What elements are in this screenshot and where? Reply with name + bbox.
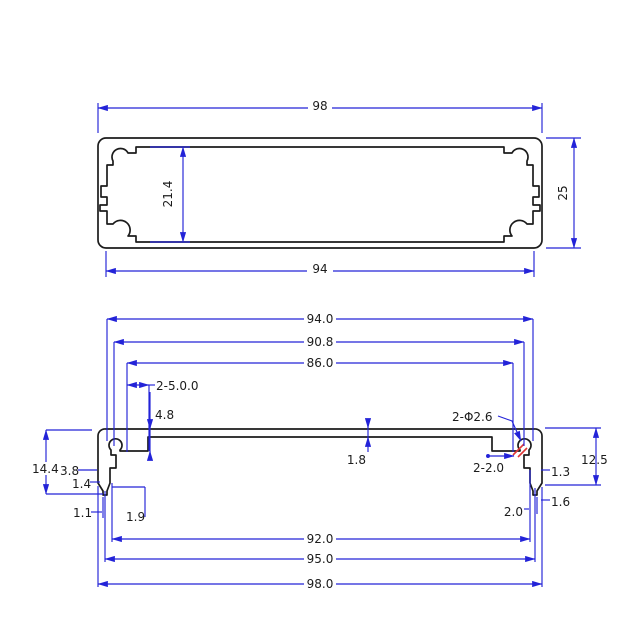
dim-1-4-label: 1.4 (72, 477, 91, 491)
dim-14-4-label: 14.4 (32, 462, 59, 476)
dim-21-4-label: 21.4 (161, 181, 175, 208)
label-mask (304, 577, 336, 590)
hatch-line (517, 447, 528, 458)
label-mask (304, 312, 336, 325)
label-mask (307, 263, 333, 276)
dim-98-0-label: 98.0 (307, 577, 334, 591)
dim-4-8-label: 4.8 (155, 408, 174, 422)
dim-25-label: 25 (556, 185, 570, 200)
dim-98-label: 98 (312, 99, 327, 113)
dimension-labels: 98 94 25 21.4 94.0 90.8 86.0 2-5.0.0 4.8… (32, 99, 608, 591)
screw-hole-hatch (512, 443, 528, 458)
label-mask (304, 335, 336, 348)
dim-12-5-label: 12.5 (581, 453, 608, 467)
dim-86-0-label: 86.0 (307, 356, 334, 370)
dim-94-label: 94 (312, 262, 327, 276)
leader-dot (486, 454, 490, 458)
dim-3-8-label: 3.8 (60, 464, 79, 478)
label-mask (304, 532, 336, 545)
dim-94-0-label: 94.0 (307, 312, 334, 326)
label-masks (31, 100, 336, 590)
hatch-line (512, 443, 525, 456)
dim-92-0-label: 92.0 (307, 532, 334, 546)
dim-1-6-label: 1.6 (551, 495, 570, 509)
dim-holes-label: 2-Φ2.6 (452, 410, 493, 424)
top-view-cavity-profile (99, 146, 541, 243)
dim-slot-label: 2-5.0.0 (156, 379, 199, 393)
dim-1-3-label: 1.3 (551, 465, 570, 479)
label-mask (304, 356, 336, 369)
dim-1-1-label: 1.1 (73, 506, 92, 520)
leader-line-holes (497, 415, 522, 442)
dim-1-9-label: 1.9 (126, 510, 145, 524)
top-view-outer-profile (97, 137, 543, 249)
profile-outlines (97, 137, 543, 496)
label-mask (308, 100, 332, 113)
dim-2-2-0-label: 2-2.0 (473, 461, 504, 475)
label-mask (31, 462, 60, 475)
dim-90-8-label: 90.8 (307, 335, 334, 349)
section-profile (97, 428, 543, 496)
dim-1-8-label: 1.8 (347, 453, 366, 467)
dim-95-0-label: 95.0 (307, 552, 334, 566)
label-mask (304, 552, 336, 565)
dim-2-0-label: 2.0 (504, 505, 523, 519)
